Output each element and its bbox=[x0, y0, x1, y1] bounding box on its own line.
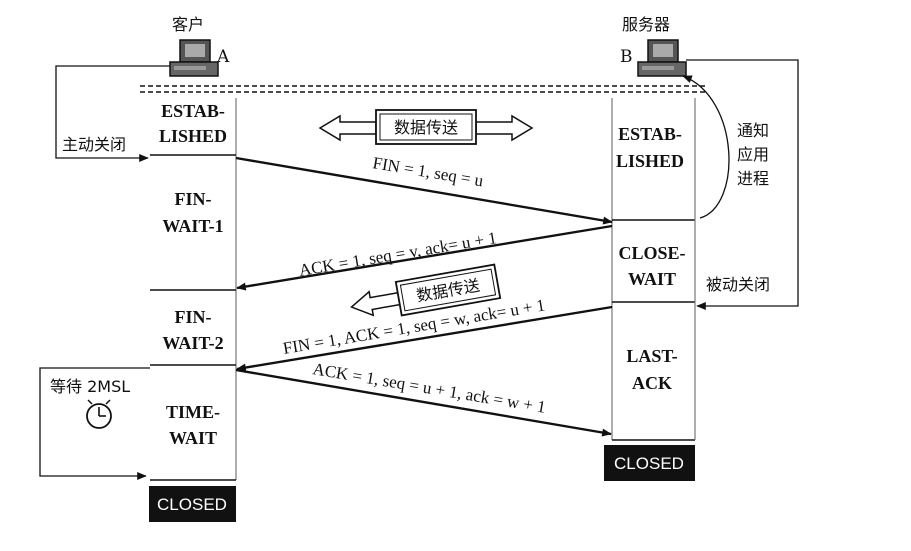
data-transfer-double-arrow bbox=[318, 109, 534, 145]
data-transfer-label-top: 数据传送 bbox=[394, 118, 458, 137]
notify-label-line2: 应用 bbox=[737, 145, 769, 164]
client-timeline bbox=[150, 98, 237, 481]
server-state-established-line2: LISHED bbox=[616, 151, 684, 171]
server-letter: B bbox=[620, 47, 633, 67]
client-state-fin-wait1-line2: WAIT-1 bbox=[162, 216, 223, 236]
server-state-last-ack-line1: LAST- bbox=[626, 346, 677, 366]
server-closed-box bbox=[604, 445, 695, 481]
wait-2msl-label: 等待 2MSL bbox=[50, 377, 130, 396]
server-title: 服务器 bbox=[622, 15, 670, 34]
notify-label-line1: 通知 bbox=[737, 121, 769, 140]
notify-label-line3: 进程 bbox=[737, 169, 769, 188]
server-state-established-line1: ESTAB- bbox=[618, 124, 682, 144]
server-computer-icon bbox=[637, 39, 687, 77]
passive-close-label: 被动关闭 bbox=[706, 275, 770, 294]
client-closed-box bbox=[149, 486, 236, 522]
client-state-established-line2: LISHED bbox=[159, 126, 227, 146]
client-state-time-wait-line1: TIME- bbox=[166, 402, 220, 422]
client-title: 客户 bbox=[172, 15, 204, 34]
msg1-arrow bbox=[235, 156, 613, 225]
active-close-label: 主动关闭 bbox=[62, 135, 126, 154]
client-state-time-wait-line2: WAIT bbox=[169, 428, 217, 448]
client-state-established-line1: ESTAB- bbox=[161, 101, 225, 121]
server-state-close-wait-line1: CLOSE- bbox=[618, 243, 685, 263]
client-closed-label: CLOSED bbox=[157, 495, 227, 514]
passive-close-arrow bbox=[686, 59, 799, 310]
client-computer-icon bbox=[169, 39, 219, 77]
client-state-fin-wait1-line1: FIN- bbox=[175, 189, 212, 209]
msg4-arrow bbox=[235, 368, 612, 437]
notify-app-arrow bbox=[682, 75, 730, 219]
client-state-fin-wait2-line1: FIN- bbox=[175, 307, 212, 327]
active-close-arrow bbox=[55, 65, 170, 162]
client-state-fin-wait2-line2: WAIT-2 bbox=[162, 333, 223, 353]
msg2-arrow bbox=[236, 224, 613, 291]
clock-icon bbox=[86, 399, 112, 429]
wait-2msl-arrow bbox=[39, 367, 150, 480]
server-state-close-wait-line2: WAIT bbox=[628, 269, 676, 289]
data-transfer-left-arrow: 数据传送 bbox=[350, 263, 502, 317]
client-letter: A bbox=[216, 47, 230, 67]
server-timeline bbox=[611, 98, 696, 441]
server-state-last-ack-line2: ACK bbox=[632, 373, 672, 393]
msg3-arrow bbox=[236, 305, 613, 372]
server-closed-label: CLOSED bbox=[614, 454, 684, 473]
